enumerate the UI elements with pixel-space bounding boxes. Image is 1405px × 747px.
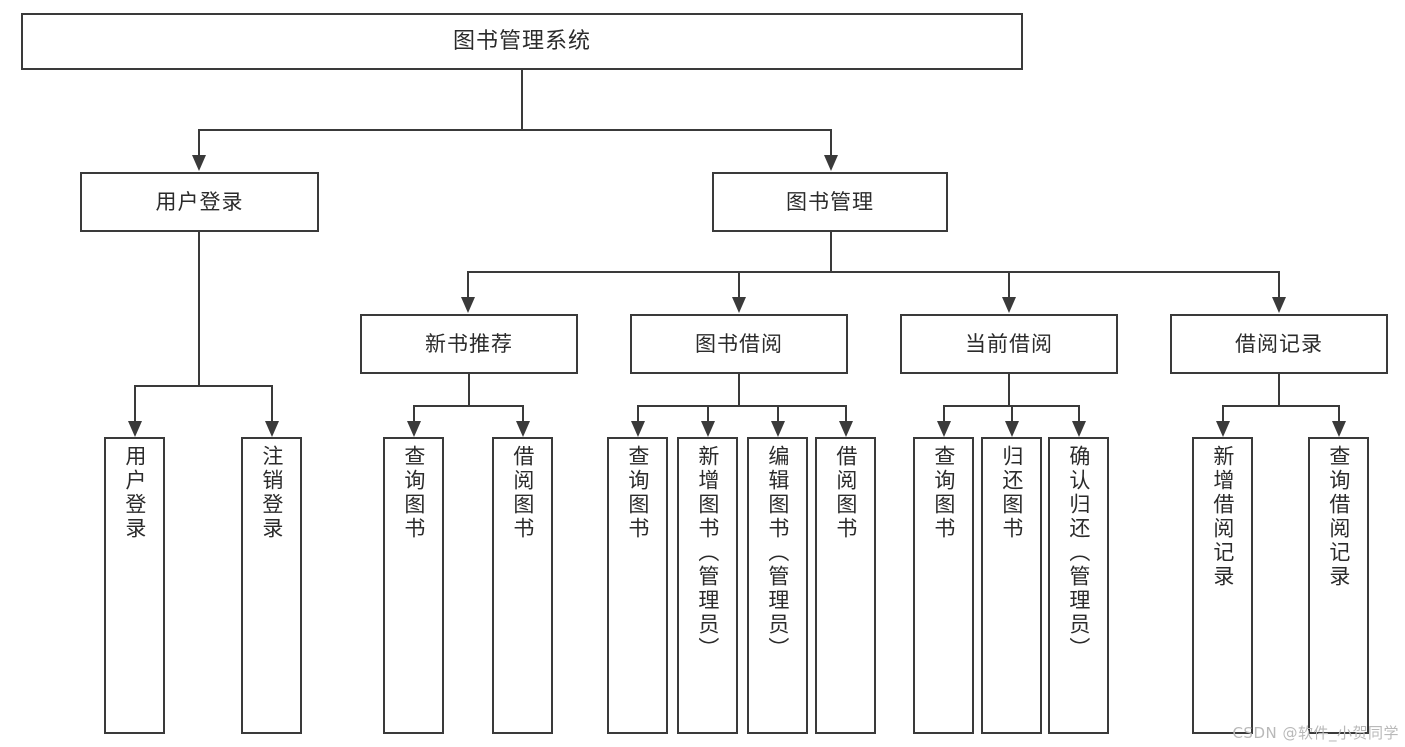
node-label: 新增图书（管理员） <box>695 445 720 661</box>
arrow-to-borrow-record <box>1272 297 1286 313</box>
leaf-book-borrow-add[interactable]: 新增图书（管理员） <box>677 437 738 734</box>
connector-user-login-child-1 <box>134 385 136 421</box>
connector-new-book-stem <box>468 374 470 406</box>
leaf-current-borrow-query[interactable]: 查询图书 <box>913 437 974 734</box>
connector-borrow-record-bus <box>1222 405 1339 407</box>
leaf-book-borrow-edit[interactable]: 编辑图书（管理员） <box>747 437 808 734</box>
connector-book-manage-stem <box>830 232 832 272</box>
node-current-borrow[interactable]: 当前借阅 <box>900 314 1118 374</box>
connector-book-borrow-child-2 <box>707 405 709 422</box>
node-user-login[interactable]: 用户登录 <box>80 172 319 232</box>
connector-borrow-record-stem <box>1278 374 1280 406</box>
leaf-current-borrow-confirm-return[interactable]: 确认归还（管理员） <box>1048 437 1109 734</box>
connector-to-current-borrow <box>1008 271 1010 297</box>
connector-current-borrow-child-1 <box>943 405 945 422</box>
arrow-borrow-record-child-1 <box>1216 421 1230 437</box>
node-label: 查询图书 <box>931 445 956 541</box>
node-label: 当前借阅 <box>965 331 1053 356</box>
connector-current-borrow-child-3 <box>1078 405 1080 422</box>
arrow-user-login-child-2 <box>265 421 279 437</box>
node-root-system[interactable]: 图书管理系统 <box>21 13 1023 70</box>
leaf-book-borrow-query[interactable]: 查询图书 <box>607 437 668 734</box>
arrow-new-book-child-1 <box>407 421 421 437</box>
connector-to-borrow-record <box>1278 271 1280 297</box>
leaf-user-login-login[interactable]: 用户登录 <box>104 437 165 734</box>
node-label: 查询借阅记录 <box>1326 445 1351 589</box>
node-label: 查询图书 <box>401 445 426 541</box>
leaf-user-login-logout[interactable]: 注销登录 <box>241 437 302 734</box>
connector-current-borrow-child-2 <box>1011 405 1013 422</box>
node-label: 用户登录 <box>122 445 147 541</box>
node-label: 图书管理系统 <box>452 28 591 54</box>
connector-user-login-bus <box>134 385 272 387</box>
connector-borrow-record-child-1 <box>1222 405 1224 422</box>
arrow-borrow-record-child-2 <box>1332 421 1346 437</box>
connector-root-bus <box>198 129 832 131</box>
arrow-new-book-child-2 <box>516 421 530 437</box>
connector-book-borrow-child-1 <box>637 405 639 422</box>
arrow-book-borrow-child-4 <box>839 421 853 437</box>
arrow-book-borrow-child-2 <box>701 421 715 437</box>
node-label: 图书借阅 <box>695 331 783 356</box>
arrow-current-borrow-child-2 <box>1005 421 1019 437</box>
connector-new-book-child-2 <box>522 405 524 422</box>
leaf-current-borrow-return[interactable]: 归还图书 <box>981 437 1042 734</box>
node-label: 新书推荐 <box>425 331 513 356</box>
connector-book-borrow-bus <box>637 405 846 407</box>
connector-new-book-child-1 <box>413 405 415 422</box>
connector-root-to-user-login <box>198 129 200 155</box>
leaf-borrow-record-add[interactable]: 新增借阅记录 <box>1192 437 1253 734</box>
csdn-watermark: CSDN @软件_小贺同学 <box>1232 724 1399 742</box>
node-label: 借阅记录 <box>1235 331 1323 356</box>
arrow-book-borrow-child-1 <box>631 421 645 437</box>
node-new-book-recommend[interactable]: 新书推荐 <box>360 314 578 374</box>
arrow-to-user-login <box>192 155 206 171</box>
node-label: 注销登录 <box>259 445 284 541</box>
connector-root-stem <box>521 70 523 130</box>
node-label: 新增借阅记录 <box>1210 445 1235 589</box>
leaf-new-book-borrow[interactable]: 借阅图书 <box>492 437 553 734</box>
arrow-current-borrow-child-1 <box>937 421 951 437</box>
leaf-new-book-query[interactable]: 查询图书 <box>383 437 444 734</box>
connector-to-book-borrow <box>738 271 740 297</box>
node-label: 编辑图书（管理员） <box>765 445 790 661</box>
node-book-borrow[interactable]: 图书借阅 <box>630 314 848 374</box>
node-label: 确认归还（管理员） <box>1066 445 1091 661</box>
node-book-manage[interactable]: 图书管理 <box>712 172 948 232</box>
connector-root-to-book-manage <box>830 129 832 155</box>
leaf-borrow-record-query[interactable]: 查询借阅记录 <box>1308 437 1369 734</box>
node-label: 借阅图书 <box>510 445 535 541</box>
node-label: 归还图书 <box>999 445 1024 541</box>
connector-book-borrow-stem <box>738 374 740 406</box>
node-label: 图书管理 <box>786 189 874 214</box>
arrow-user-login-child-1 <box>128 421 142 437</box>
connector-borrow-record-child-2 <box>1338 405 1340 422</box>
connector-book-manage-bus <box>467 271 1279 273</box>
leaf-book-borrow-borrow[interactable]: 借阅图书 <box>815 437 876 734</box>
connector-new-book-bus <box>413 405 523 407</box>
arrow-book-borrow-child-3 <box>771 421 785 437</box>
connector-user-login-child-2 <box>271 385 273 421</box>
node-label: 用户登录 <box>155 189 244 214</box>
arrow-to-new-book <box>461 297 475 313</box>
connector-book-borrow-child-3 <box>777 405 779 422</box>
connector-to-new-book <box>467 271 469 297</box>
arrow-current-borrow-child-3 <box>1072 421 1086 437</box>
connector-book-borrow-child-4 <box>845 405 847 422</box>
node-label: 查询图书 <box>625 445 650 541</box>
connector-current-borrow-stem <box>1008 374 1010 406</box>
node-label: 借阅图书 <box>833 445 858 541</box>
connector-user-login-stem <box>198 232 200 386</box>
node-borrow-record[interactable]: 借阅记录 <box>1170 314 1388 374</box>
arrow-to-book-manage <box>824 155 838 171</box>
arrow-to-current-borrow <box>1002 297 1016 313</box>
arrow-to-book-borrow <box>732 297 746 313</box>
